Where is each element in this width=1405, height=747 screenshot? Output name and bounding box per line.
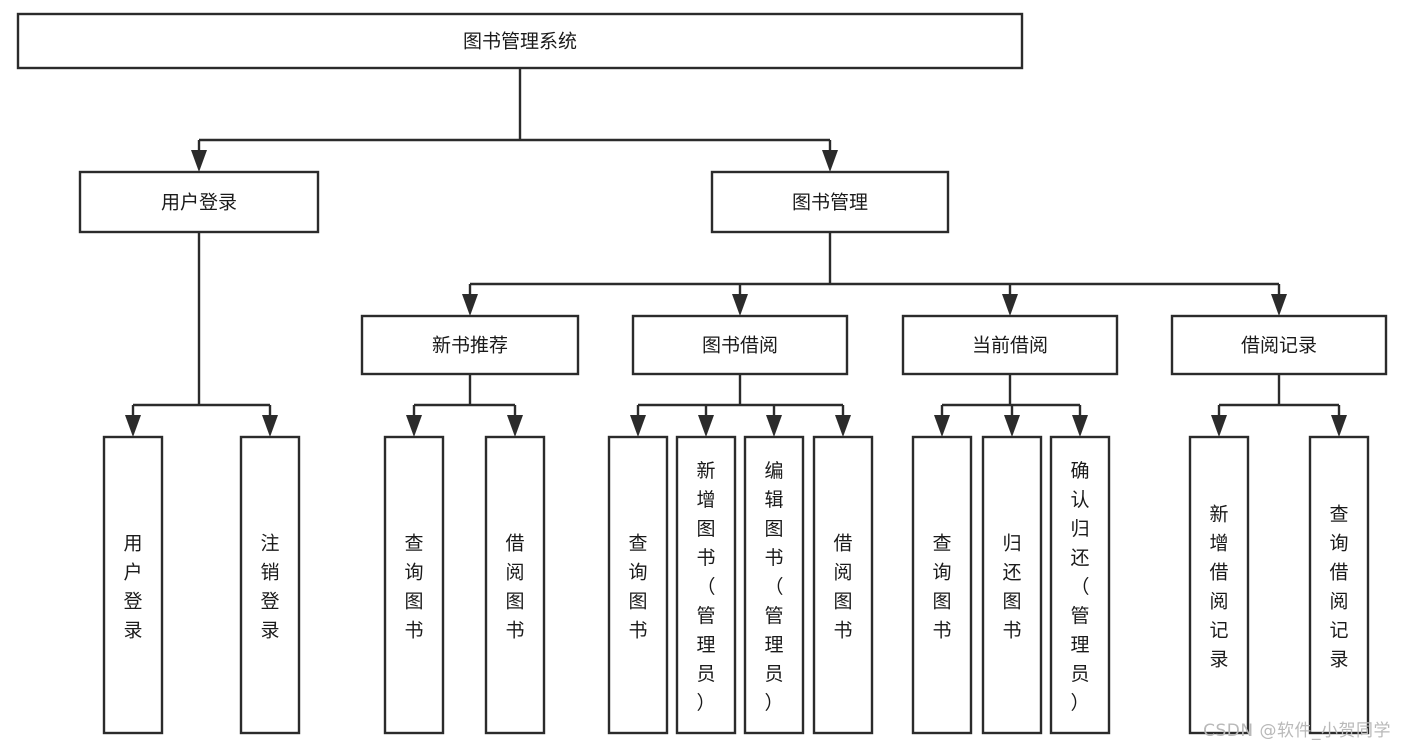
node-leaf-cb-query[interactable]: 查询图书 bbox=[911, 435, 973, 735]
node-label: 注销登录 bbox=[260, 533, 279, 642]
node-box bbox=[812, 435, 874, 735]
arrow-head-icon bbox=[462, 294, 478, 316]
node-label: 图书管理 bbox=[792, 192, 868, 214]
node-box bbox=[360, 314, 580, 376]
arrow-head-icon bbox=[1331, 415, 1347, 437]
arrow-head-icon bbox=[1004, 415, 1020, 437]
node-label: 归还图书 bbox=[1002, 533, 1021, 642]
node-label: 图书借阅 bbox=[702, 335, 778, 357]
arrow-head-icon bbox=[125, 415, 141, 437]
node-l3-current[interactable]: 当前借阅 bbox=[901, 314, 1119, 376]
arrow-head-icon bbox=[1072, 415, 1088, 437]
node-box bbox=[1308, 435, 1370, 735]
arrow-head-icon bbox=[934, 415, 950, 437]
node-leaf-bb-query[interactable]: 查询图书 bbox=[607, 435, 669, 735]
node-leaf-nb-borrow[interactable]: 借阅图书 bbox=[484, 435, 546, 735]
node-box bbox=[607, 435, 669, 735]
node-label: 借阅图书 bbox=[833, 533, 852, 642]
arrow-head-icon bbox=[262, 415, 278, 437]
node-label: 查询图书 bbox=[404, 533, 423, 642]
arrow-head-icon bbox=[191, 150, 207, 172]
node-l3-record[interactable]: 借阅记录 bbox=[1170, 314, 1388, 376]
node-leaf-cb-return[interactable]: 归还图书 bbox=[981, 435, 1043, 735]
node-l2-book-manage[interactable]: 图书管理 bbox=[710, 170, 950, 234]
arrow-head-icon bbox=[507, 415, 523, 437]
node-label: 新书推荐 bbox=[432, 335, 508, 357]
arrow-head-icon bbox=[835, 415, 851, 437]
node-box bbox=[102, 435, 164, 735]
node-box bbox=[675, 435, 737, 735]
node-label: 用户登录 bbox=[123, 533, 142, 642]
node-label: 确认归还（管理员） bbox=[1070, 460, 1089, 714]
node-label: 查询图书 bbox=[932, 533, 951, 642]
node-l3-new-book[interactable]: 新书推荐 bbox=[360, 314, 580, 376]
node-label: 查询图书 bbox=[628, 533, 647, 642]
arrow-head-icon bbox=[822, 150, 838, 172]
arrow-head-icon bbox=[1271, 294, 1287, 316]
node-label: 当前借阅 bbox=[972, 335, 1048, 357]
node-l2-user-login[interactable]: 用户登录 bbox=[78, 170, 320, 234]
node-leaf-br-add[interactable]: 新增借阅记录 bbox=[1188, 435, 1250, 735]
node-leaf-nb-query[interactable]: 查询图书 bbox=[383, 435, 445, 735]
node-layer: 图书管理系统用户登录图书管理新书推荐图书借阅当前借阅借阅记录用户登录注销登录查询… bbox=[16, 12, 1388, 735]
connector-layer bbox=[125, 68, 1347, 437]
arrow-head-icon bbox=[698, 415, 714, 437]
arrow-head-icon bbox=[732, 294, 748, 316]
node-box bbox=[78, 170, 320, 234]
node-label: 用户登录 bbox=[161, 192, 237, 214]
node-box bbox=[743, 435, 805, 735]
arrow-head-icon bbox=[1002, 294, 1018, 316]
node-label: 查询借阅记录 bbox=[1329, 504, 1348, 671]
node-box bbox=[911, 435, 973, 735]
arrow-head-icon bbox=[766, 415, 782, 437]
arrow-head-icon bbox=[1211, 415, 1227, 437]
node-label: 借阅图书 bbox=[505, 533, 524, 642]
node-leaf-user-login[interactable]: 用户登录 bbox=[102, 435, 164, 735]
node-l3-borrow[interactable]: 图书借阅 bbox=[631, 314, 849, 376]
node-leaf-bb-add[interactable]: 新增图书（管理员） bbox=[675, 435, 737, 735]
node-label: 新增借阅记录 bbox=[1209, 504, 1228, 671]
node-leaf-logout[interactable]: 注销登录 bbox=[239, 435, 301, 735]
node-label: 新增图书（管理员） bbox=[696, 460, 715, 714]
node-root[interactable]: 图书管理系统 bbox=[16, 12, 1024, 70]
node-box bbox=[1170, 314, 1388, 376]
node-leaf-bb-edit[interactable]: 编辑图书（管理员） bbox=[743, 435, 805, 735]
node-leaf-bb-borrow[interactable]: 借阅图书 bbox=[812, 435, 874, 735]
node-box bbox=[484, 435, 546, 735]
node-label: 借阅记录 bbox=[1241, 335, 1317, 357]
node-box bbox=[1049, 435, 1111, 735]
node-box bbox=[239, 435, 301, 735]
node-label: 编辑图书（管理员） bbox=[764, 460, 783, 714]
node-box bbox=[901, 314, 1119, 376]
node-leaf-cb-confirm[interactable]: 确认归还（管理员） bbox=[1049, 435, 1111, 735]
node-box bbox=[631, 314, 849, 376]
node-box bbox=[383, 435, 445, 735]
node-leaf-br-query[interactable]: 查询借阅记录 bbox=[1308, 435, 1370, 735]
node-box bbox=[16, 12, 1024, 70]
node-box bbox=[981, 435, 1043, 735]
node-label: 图书管理系统 bbox=[463, 31, 577, 53]
node-box bbox=[1188, 435, 1250, 735]
node-box bbox=[710, 170, 950, 234]
arrow-head-icon bbox=[630, 415, 646, 437]
arrow-head-icon bbox=[406, 415, 422, 437]
